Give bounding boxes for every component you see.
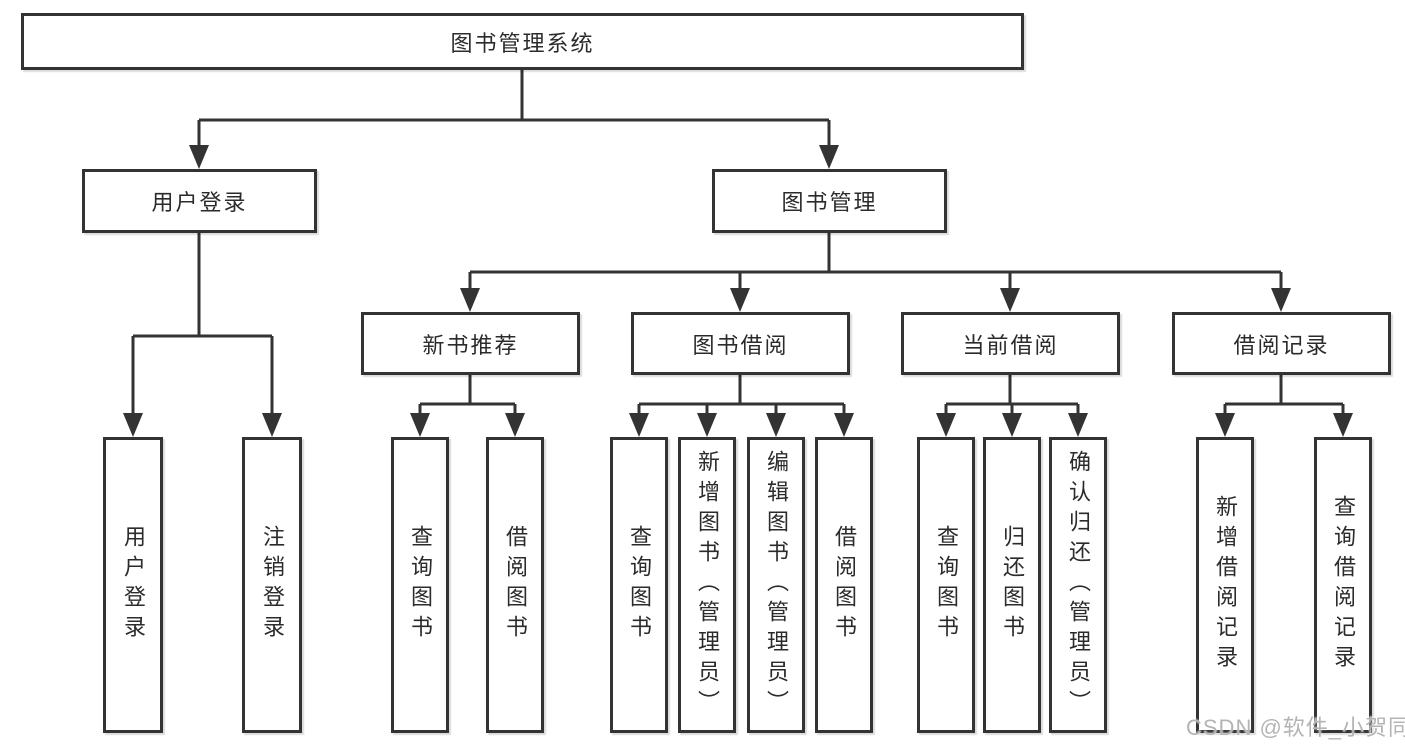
leaf-label: 用户登录 xyxy=(121,525,146,645)
arrowhead-icon xyxy=(834,413,854,437)
leaf-label: 新增借阅记录 xyxy=(1213,495,1238,675)
connector-root xyxy=(189,70,839,169)
connector-user-login xyxy=(123,233,282,437)
leaf-borrow-books-borrowing: 借阅图书 xyxy=(815,437,873,733)
leaf-label: 确认归还（管理员） xyxy=(1066,450,1091,720)
arrowhead-icon xyxy=(410,413,430,437)
connector-book-borrowing xyxy=(629,375,854,437)
node-borrowing-records: 借阅记录 xyxy=(1172,312,1391,375)
leaf-borrow-books-recommend: 借阅图书 xyxy=(486,437,544,733)
arrowhead-icon xyxy=(936,413,956,437)
leaf-label: 查询图书 xyxy=(934,525,959,645)
leaf-query-books-borrowing: 查询图书 xyxy=(610,437,668,733)
arrowhead-icon xyxy=(1271,288,1291,312)
leaf-label: 归还图书 xyxy=(1000,525,1025,645)
leaf-query-borrow-record: 查询借阅记录 xyxy=(1314,437,1372,733)
node-user-login: 用户登录 xyxy=(82,169,317,233)
arrowhead-icon xyxy=(1002,413,1022,437)
connector-line xyxy=(944,375,1080,418)
leaf-label: 查询图书 xyxy=(627,525,652,645)
leaf-label: 查询图书 xyxy=(408,525,433,645)
leaf-label: 新增图书（管理员） xyxy=(695,450,720,720)
arrowhead-icon xyxy=(1000,288,1020,312)
node-book-borrowing: 图书借阅 xyxy=(631,312,850,375)
node-library-system: 图书管理系统 xyxy=(21,13,1024,70)
leaf-label: 编辑图书（管理员） xyxy=(764,450,789,720)
leaf-add-book-admin: 新增图书（管理员） xyxy=(678,437,736,733)
arrowhead-icon xyxy=(697,413,717,437)
connector-line xyxy=(131,233,274,418)
leaf-return-books: 归还图书 xyxy=(983,437,1041,733)
arrowhead-icon xyxy=(766,413,786,437)
leaf-label: 借阅图书 xyxy=(503,525,528,645)
connector-new-book-recommendation xyxy=(410,375,525,437)
connector-line xyxy=(637,375,846,418)
arrowhead-icon xyxy=(730,288,750,312)
connector-line xyxy=(418,375,517,418)
leaf-logout: 注销登录 xyxy=(242,437,302,733)
watermark: CSDN @软件_小贺同学 xyxy=(1186,715,1405,740)
leaf-edit-book-admin: 编辑图书（管理员） xyxy=(747,437,805,733)
arrowhead-icon xyxy=(460,288,480,312)
arrowhead-icon xyxy=(629,413,649,437)
arrowhead-icon xyxy=(1333,413,1353,437)
arrowhead-icon xyxy=(262,413,282,437)
arrowhead-icon xyxy=(505,413,525,437)
connector-book-management xyxy=(460,233,1291,312)
connector-line xyxy=(468,233,1283,293)
leaf-query-books-recommend: 查询图书 xyxy=(391,437,449,733)
connector-current-borrowing xyxy=(936,375,1088,437)
leaf-confirm-return-admin: 确认归还（管理员） xyxy=(1049,437,1107,733)
connector-borrowing-records xyxy=(1215,375,1353,437)
arrowhead-icon xyxy=(123,413,143,437)
node-book-management: 图书管理 xyxy=(712,169,947,233)
connector-line xyxy=(1223,375,1345,418)
leaf-new-borrow-record: 新增借阅记录 xyxy=(1196,437,1254,733)
arrowhead-icon xyxy=(819,145,839,169)
leaf-user-login: 用户登录 xyxy=(103,437,163,733)
node-current-borrowing: 当前借阅 xyxy=(901,312,1120,375)
node-new-book-recommendation: 新书推荐 xyxy=(361,312,580,375)
leaf-label: 借阅图书 xyxy=(832,525,857,645)
arrowhead-icon xyxy=(1068,413,1088,437)
leaf-query-books-current: 查询图书 xyxy=(917,437,975,733)
leaf-label: 注销登录 xyxy=(260,525,285,645)
leaf-label: 查询借阅记录 xyxy=(1331,495,1356,675)
connector-line xyxy=(197,70,831,150)
arrowhead-icon xyxy=(1215,413,1235,437)
arrowhead-icon xyxy=(189,145,209,169)
